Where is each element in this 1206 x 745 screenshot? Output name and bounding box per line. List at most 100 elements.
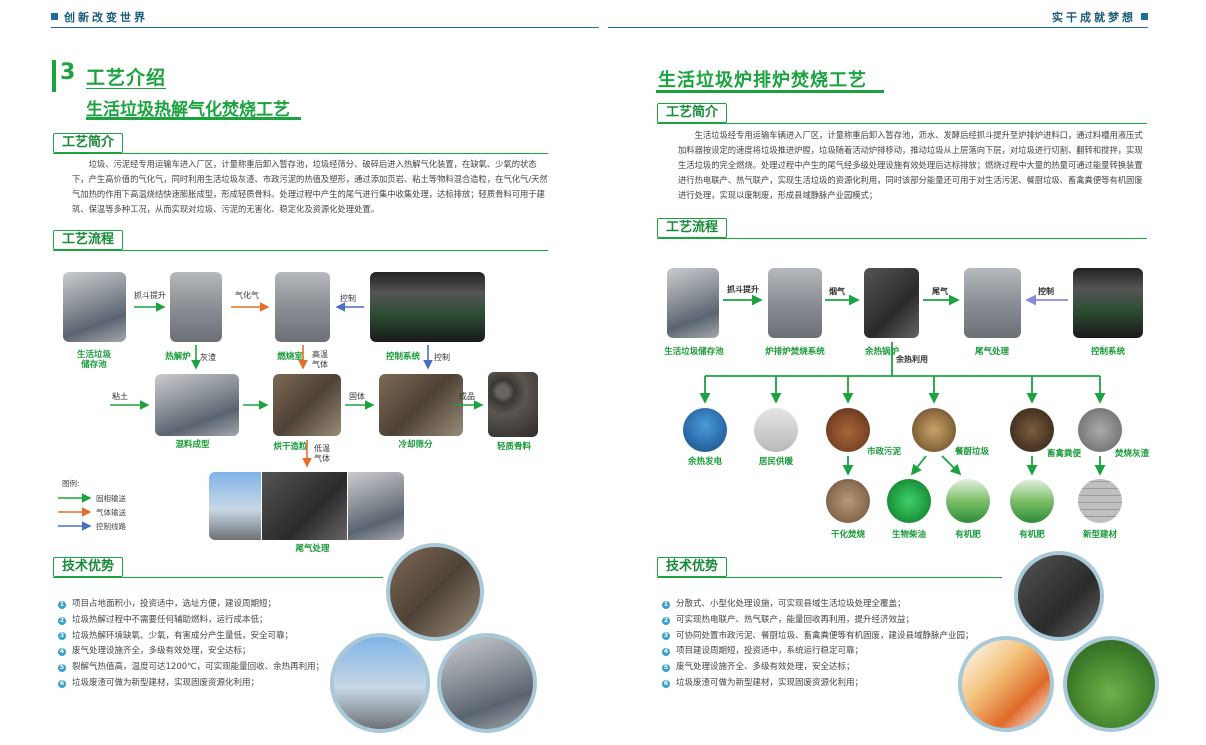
heating-photo [754, 408, 798, 452]
arrow-label-clay: 粘土 [112, 392, 128, 401]
left-process-title: 生活垃圾热解气化焚烧工艺 [86, 100, 290, 120]
header-square-right [1141, 13, 1148, 20]
right-label-boiler: 余热锅炉 [864, 347, 899, 357]
biodiesel-photo [887, 479, 931, 523]
right-tailgas-photo [964, 268, 1021, 338]
subtitle-underline [86, 117, 301, 120]
right-arrow-label-control: 控制 [1038, 287, 1054, 296]
left-advantage-rule [53, 577, 383, 578]
left-flow-tag: 工艺流程 [53, 230, 124, 250]
label-kitchen: 餐厨垃圾 [954, 447, 989, 457]
right-label-tailgas: 尾气处理 [974, 347, 1009, 357]
arrow-label-product: 成品 [459, 392, 475, 401]
combustion-chamber-photo [275, 272, 330, 342]
power-photo [683, 408, 727, 452]
label-aggregate: 轻质骨料 [496, 442, 531, 452]
right-advantage-tag: 技术优势 [657, 557, 728, 577]
left-advantage-tag: 技术优势 [53, 557, 124, 577]
number-bar [52, 60, 56, 92]
label-tailgas: 尾气处理 [295, 544, 330, 554]
legend-control: 控制线路 [96, 522, 126, 531]
arrow-label-gas: 气化气 [235, 291, 259, 300]
section-number: 3 [60, 60, 76, 85]
label-manure: 畜禽粪便 [1046, 449, 1081, 459]
kitchen-waste-photo [912, 408, 956, 452]
tailgas-photo-3 [348, 472, 404, 540]
legend-title: 图例: [62, 479, 80, 488]
label-biodiesel: 生物柴油 [891, 530, 926, 540]
storage-pit-photo [63, 272, 126, 342]
control-system-photo [370, 272, 485, 342]
label-mixing: 混料成型 [175, 440, 210, 450]
mixing-molding-photo [155, 374, 239, 436]
label-pyrolysis: 热解炉 [165, 352, 191, 362]
sludge-photo [826, 408, 870, 452]
section-title: 工艺介绍 [86, 67, 167, 89]
tailgas-photo-2 [262, 472, 347, 540]
header-left-slogan: 创新改变世界 [64, 11, 148, 24]
arrow-label-control-1: 控制 [340, 294, 356, 303]
left-photo-circle-3 [437, 633, 537, 733]
ceramsite-photo [826, 479, 870, 523]
left-flow-rule [53, 250, 548, 251]
label-fertilizer-1: 有机肥 [955, 530, 981, 540]
label-cooling: 冷却筛分 [398, 440, 433, 450]
label-drying: 烘干造粒 [273, 442, 308, 452]
header-rule-right [608, 27, 1148, 28]
label-control: 控制系统 [385, 352, 420, 362]
right-intro-tag: 工艺简介 [657, 103, 728, 123]
right-label-storage: 生活垃圾储存池 [664, 347, 724, 357]
fertilizer-photo-2 [1010, 479, 1054, 523]
tailgas-photo-1 [209, 472, 261, 540]
header-square-left [51, 13, 58, 20]
lightweight-aggregate-photo [488, 372, 538, 437]
left-intro-text: 垃圾、污泥经专用运输车进入厂区，计量称重后卸入暂存池，垃圾经筛分、破碎后进入热解… [72, 159, 548, 214]
arrow-label-control-2: 控制 [434, 353, 450, 362]
left-intro-rule [53, 153, 548, 154]
right-label-control: 控制系统 [1090, 347, 1125, 357]
right-control-photo [1073, 268, 1143, 338]
drying-granulation-photo [273, 374, 341, 436]
label-ceramsite: 干化焚烧 [830, 530, 865, 540]
right-intro-text: 生活垃圾经专用运输车辆进入厂区，计量称重后卸入暂存池，沥水、发酵后经抓斗提升至炉… [678, 130, 1143, 200]
right-arrow-label-flue: 烟气 [829, 287, 845, 296]
right-process-title: 生活垃圾炉排炉焚烧工艺 [658, 70, 867, 91]
cooling-screening-photo [379, 374, 463, 436]
label-heating: 居民供暖 [758, 457, 793, 467]
label-sludge: 市政污泥 [866, 447, 901, 457]
fertilizer-photo-1 [946, 479, 990, 523]
arrow-label-low-gas: 低温 气体 [314, 444, 330, 463]
ash-photo [1078, 408, 1122, 452]
right-photo-circle-2 [958, 636, 1054, 732]
grate-furnace-photo [768, 268, 822, 338]
left-intro-tag: 工艺简介 [53, 133, 124, 153]
label-storage: 生活垃圾 储存池 [76, 350, 111, 370]
legend-gas: 气体输送 [96, 508, 126, 517]
manure-photo [1010, 408, 1054, 452]
right-title-underline [656, 90, 884, 93]
label-power: 余热发电 [687, 457, 722, 467]
left-photo-circle-2 [330, 633, 430, 733]
label-ash: 焚烧灰渣 [1114, 449, 1149, 459]
header-rule-left [51, 27, 599, 28]
right-intro-rule [657, 123, 1147, 124]
label-combustion: 燃烧室 [277, 352, 303, 362]
right-arrow-label-heat: 余热利用 [896, 355, 928, 364]
right-label-grate: 炉排炉焚烧系统 [765, 347, 825, 357]
arrow-label-solid: 固体 [349, 392, 365, 401]
right-photo-circle-3 [1063, 636, 1159, 732]
arrow-label-grab: 抓斗提升 [134, 291, 166, 300]
